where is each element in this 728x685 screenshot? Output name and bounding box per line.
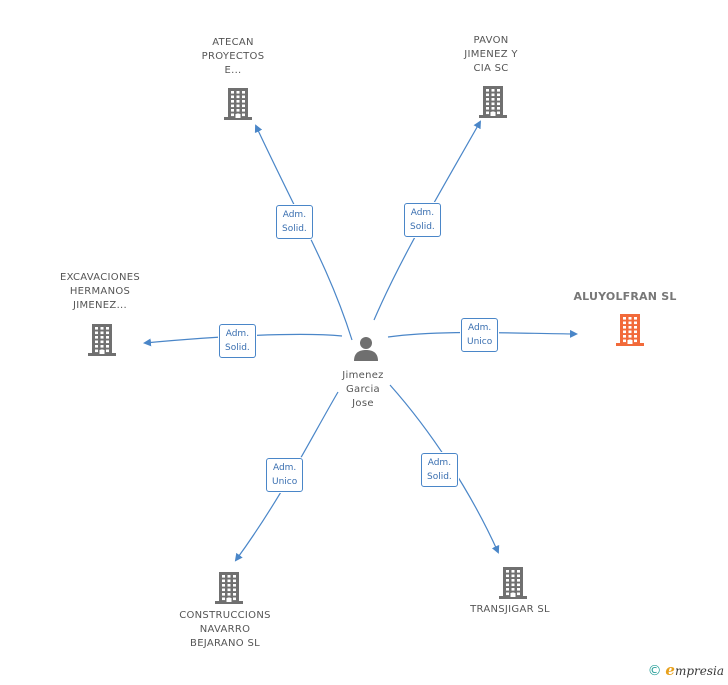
role-tag-transjigar[interactable]: Adm. Solid. bbox=[421, 453, 458, 487]
company-name-pavon[interactable]: PAVON JIMENEZ Y CIA SC bbox=[464, 35, 518, 74]
center-person-name[interactable]: Jimenez Garcia Jose bbox=[342, 370, 384, 409]
role-tag-aluyolfran[interactable]: Adm. Unico bbox=[461, 318, 499, 352]
brand-logo: © empresia bbox=[648, 661, 724, 679]
building-icon[interactable] bbox=[213, 570, 245, 608]
company-name-aluyolfran[interactable]: ALUYOLFRAN SL bbox=[573, 290, 677, 303]
role-tag-construccions[interactable]: Adm. Unico bbox=[266, 458, 304, 492]
person-icon[interactable] bbox=[352, 334, 380, 366]
brand-name: mpresia bbox=[674, 664, 724, 678]
company-name-atecan[interactable]: ATECAN PROYECTOS E... bbox=[201, 37, 265, 76]
building-icon[interactable] bbox=[477, 84, 509, 122]
building-icon[interactable] bbox=[86, 322, 118, 360]
company-name-excavaciones[interactable]: EXCAVACIONES HERMANOS JIMENEZ... bbox=[59, 272, 141, 311]
company-name-construccions[interactable]: CONSTRUCCIONS NAVARRO BEJARANO SL bbox=[179, 610, 271, 649]
role-tag-excavaciones[interactable]: Adm. Solid. bbox=[219, 324, 256, 358]
edge-excavaciones bbox=[143, 333, 343, 347]
edge-atecan bbox=[254, 124, 353, 341]
building-icon[interactable] bbox=[222, 86, 254, 124]
building-icon[interactable] bbox=[497, 565, 529, 603]
role-tag-atecan[interactable]: Adm. Solid. bbox=[276, 205, 313, 239]
company-name-transjigar[interactable]: TRANSJIGAR SL bbox=[470, 604, 550, 615]
brand-e: e bbox=[665, 661, 675, 679]
building-icon[interactable] bbox=[614, 312, 646, 350]
copyright-icon: © bbox=[647, 663, 662, 679]
role-tag-pavon[interactable]: Adm. Solid. bbox=[404, 203, 441, 237]
